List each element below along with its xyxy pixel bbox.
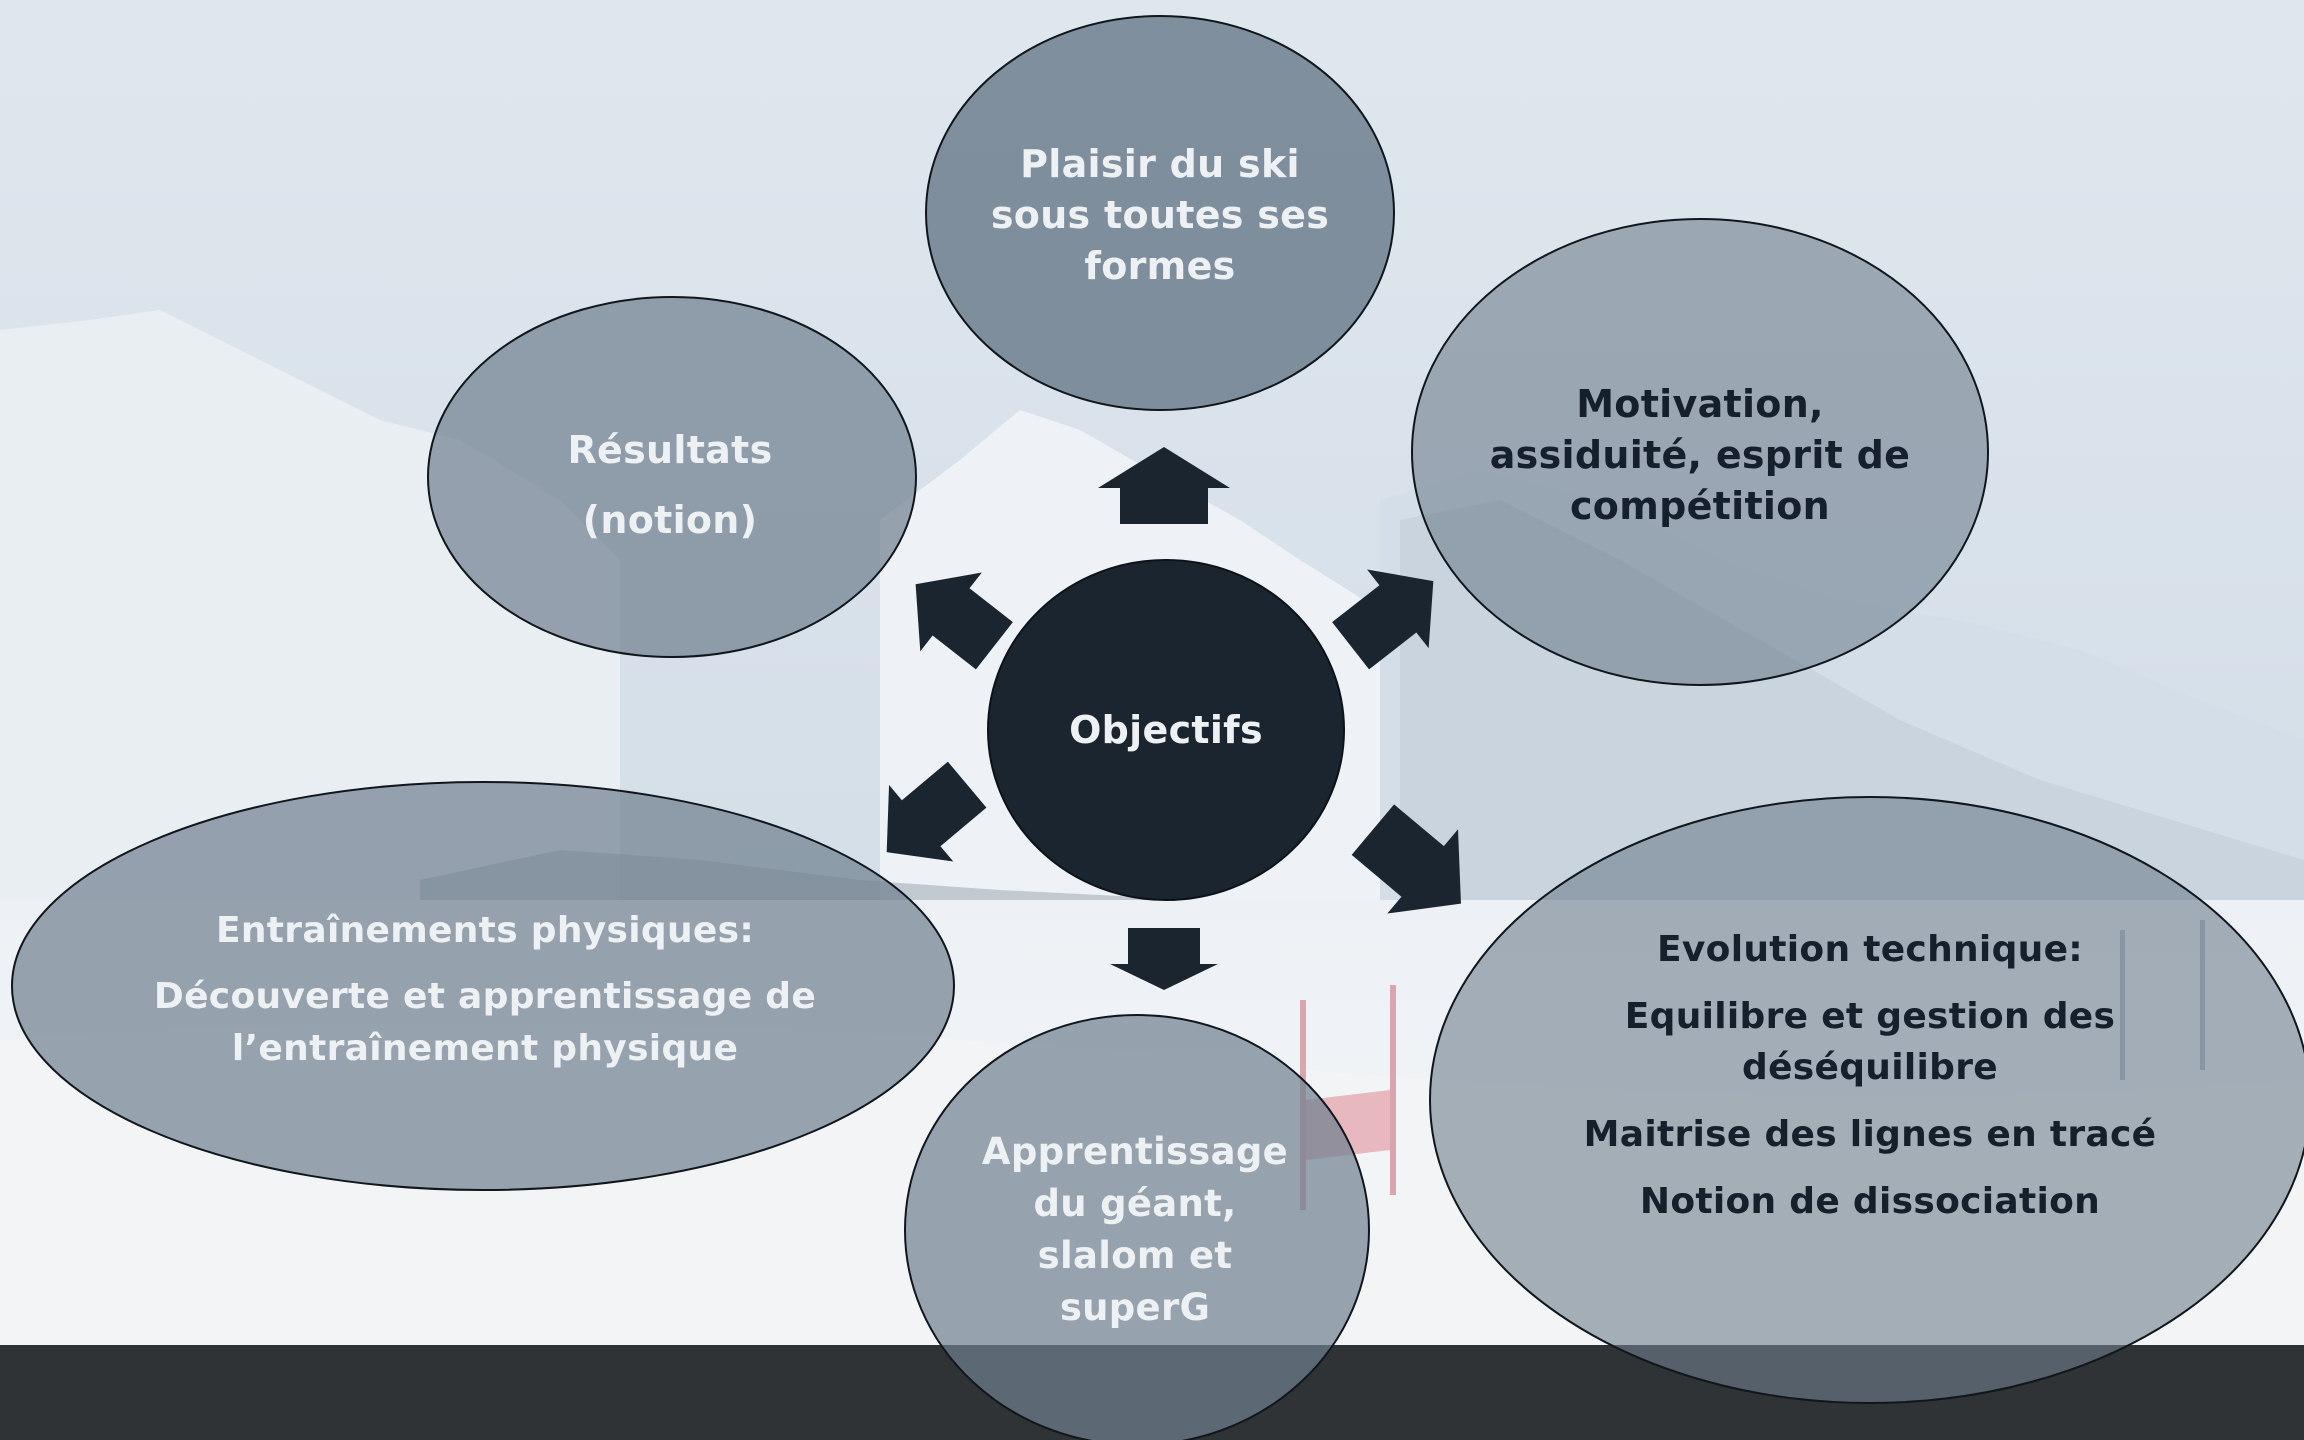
node-top-left-label: Résultats (notion) <box>470 410 870 560</box>
node-top-right-line-3: compétition <box>1569 483 1831 528</box>
node-top-left-line-1: Résultats <box>567 428 773 472</box>
node-bottom-line-4: superG <box>1059 1286 1211 1329</box>
node-right-label: Evolution technique: Equilibre et gestio… <box>1530 915 2210 1235</box>
arrow-up <box>1098 447 1230 524</box>
node-top-right-ellipse <box>1411 218 1989 686</box>
node-top-label: Plaisir du ski sous toutes ses formes <box>960 130 1360 300</box>
node-top-right-line-1: Motivation, <box>1576 381 1824 426</box>
node-right-line-1: Evolution technique: <box>1657 928 2083 970</box>
arrow-down-right <box>1351 804 1461 914</box>
node-left-label: Entraînements physiques: Découverte et a… <box>110 895 860 1085</box>
node-bottom-line-1: Apprentissage <box>981 1130 1289 1173</box>
node-top-line-1: Plaisir du ski <box>1020 141 1300 186</box>
node-right-line-4: Maitrise des lignes en tracé <box>1583 1113 2157 1155</box>
node-bottom-line-3: slalom et <box>1037 1234 1233 1277</box>
node-left-ellipse <box>11 781 955 1191</box>
arrow-up-right <box>1332 569 1434 670</box>
node-top-left-line-2: (notion) <box>582 498 758 542</box>
node-right-line-3: déséquilibre <box>1742 1046 1998 1088</box>
node-top-line-3: formes <box>1084 243 1236 288</box>
node-top-right-line-2: assiduité, esprit de <box>1489 432 1911 477</box>
arrow-up-left <box>915 572 1013 670</box>
node-top-ellipse <box>925 15 1395 411</box>
node-left-line-1: Entraînements physiques: <box>215 910 755 951</box>
arrow-down-left <box>886 761 987 862</box>
node-right-line-5: Notion de dissociation <box>1639 1180 2101 1222</box>
center-label-text: Objectifs <box>1069 708 1263 752</box>
node-bottom-ellipse <box>904 1014 1370 1440</box>
center-circle <box>987 559 1345 901</box>
node-top-line-2: sous toutes ses <box>990 192 1330 237</box>
node-right-line-2: Equilibre et gestion des <box>1624 995 2116 1037</box>
node-top-right-label: Motivation, assiduité, esprit de compéti… <box>1450 375 1950 535</box>
node-bottom-line-2: du géant, <box>1033 1182 1237 1225</box>
node-left-line-2: Découverte et apprentissage de <box>153 976 817 1017</box>
center-label: Objectifs <box>1000 700 1332 760</box>
node-left-line-3: l’entraînement physique <box>231 1028 739 1069</box>
arrow-down <box>1110 928 1218 990</box>
node-bottom-label: Apprentissage du géant, slalom et superG <box>930 1120 1340 1340</box>
node-top-left-ellipse <box>427 296 917 658</box>
node-right-ellipse <box>1429 796 2304 1404</box>
